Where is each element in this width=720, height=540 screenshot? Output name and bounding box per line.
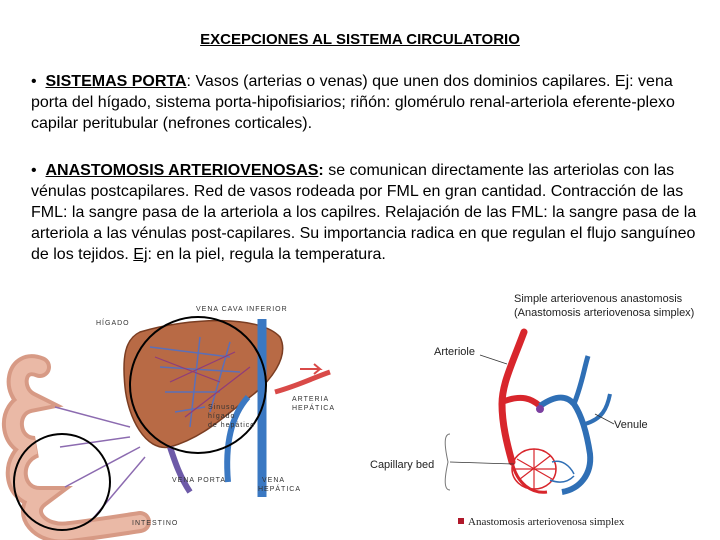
ej-label: Ej xyxy=(133,246,148,263)
arteriole-illustration xyxy=(498,328,548,494)
label-sinusoides-3: de hepático xyxy=(208,422,255,429)
label-higado: HÍGADO xyxy=(96,318,130,327)
term-anastomosis: ANASTOMOSIS ARTERIOVENOSAS xyxy=(45,162,319,179)
ava-title-line2: (Anastomosis arteriovenosa simplex) xyxy=(514,307,694,319)
liver-portal-figure: HÍGADO VENA CAVA INFERIOR ARTERIA HEPÁTI… xyxy=(2,306,335,540)
bullet-text: se comunican directamente las arteriolas… xyxy=(31,162,697,263)
term-separator: : xyxy=(186,73,191,90)
highlight-circle-intestine xyxy=(13,433,111,531)
bullet-anastomosis: • ANASTOMOSIS ARTERIOVENOSAS: se comunic… xyxy=(31,160,697,265)
label-arteriole: Arteriole xyxy=(434,346,475,358)
ava-title-line1: Simple arteriovenous anastomosis xyxy=(514,293,683,305)
highlight-circle-liver xyxy=(129,316,267,454)
bullet-sistemas-porta: • SISTEMAS PORTA: Vasos (arterias o vena… xyxy=(31,71,697,134)
label-vena-cava: VENA CAVA INFERIOR xyxy=(196,306,288,313)
label-capillary-bed: Capillary bed xyxy=(370,459,434,471)
bullet-marker: • xyxy=(31,162,37,179)
bullet-marker: • xyxy=(31,73,37,90)
intestine-illustration xyxy=(2,354,151,540)
av-anastomosis-figure: Simple arteriovenous anastomosis (Anasto… xyxy=(370,293,694,528)
bullet-text: Vasos (arterias o venas) que unen dos do… xyxy=(31,73,675,132)
ava-caption: Anastomosis arteriovenosa simplex xyxy=(468,516,625,528)
label-hepatica-1: HEPÁTICA xyxy=(292,403,335,412)
page-title: EXCEPCIONES AL SISTEMA CIRCULATORIO xyxy=(200,31,520,48)
capillary-bed-illustration xyxy=(511,405,575,490)
label-vena: VENA xyxy=(262,477,285,484)
venule-illustration xyxy=(538,355,612,495)
label-vena-porta: VENA PORTA xyxy=(172,477,226,484)
label-sinusoides-1: Sinuso xyxy=(208,404,235,411)
caption-marker xyxy=(458,518,464,524)
label-intestino: INTESTINO xyxy=(132,520,178,527)
label-sinusoides-2: hígado xyxy=(208,413,235,420)
term-separator: : xyxy=(318,162,324,179)
label-venule: Venule xyxy=(614,419,648,431)
label-arteria: ARTERIA xyxy=(292,396,329,403)
bullet-tail: : en la piel, regula la temperatura. xyxy=(147,246,386,263)
label-hepatica-2: HEPÁTICA xyxy=(258,484,301,493)
term-sistemas-porta: SISTEMAS PORTA xyxy=(45,73,187,90)
liver-illustration xyxy=(123,319,284,449)
